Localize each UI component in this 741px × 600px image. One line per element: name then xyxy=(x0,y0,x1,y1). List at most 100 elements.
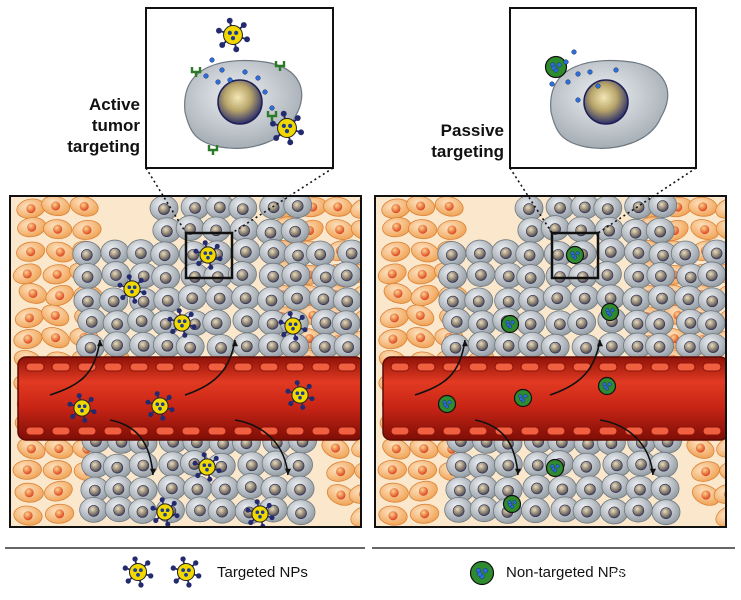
normal-cell xyxy=(382,438,411,460)
tumor-cell xyxy=(670,240,700,267)
normal-cell xyxy=(407,460,438,480)
tumor-cell xyxy=(259,239,288,265)
tumor-cell xyxy=(464,287,494,314)
normal-cell xyxy=(14,482,44,503)
tumor-cell xyxy=(625,475,655,502)
extravasation-arrow xyxy=(549,339,604,396)
tumor-cell xyxy=(570,284,600,311)
released-drug-dot xyxy=(613,67,619,73)
tumor-cell xyxy=(649,451,678,478)
tumor-cell xyxy=(282,284,312,311)
legend-non-targeted-label: Non-targeted NPs xyxy=(506,564,627,581)
normal-cell xyxy=(379,482,409,503)
released-drug-dot xyxy=(587,69,593,75)
tumor-cell xyxy=(514,196,544,221)
targeted-np xyxy=(170,556,202,588)
tumor-cell xyxy=(152,331,182,358)
extravasation-arrow xyxy=(109,419,157,476)
tumor-cell xyxy=(575,475,605,502)
tumor-cell xyxy=(175,215,205,241)
tumor-cell xyxy=(331,310,361,337)
tumor-cell xyxy=(228,196,258,222)
normal-cell xyxy=(719,461,726,483)
tumor-cell xyxy=(129,331,159,358)
tumor-cell xyxy=(102,310,132,337)
tumor-cell xyxy=(540,215,570,241)
released-drug-dot xyxy=(549,81,555,87)
tumor-cell xyxy=(201,216,231,243)
tumor-cell xyxy=(593,196,623,222)
normal-cell xyxy=(16,241,46,262)
tumor-cell xyxy=(522,474,552,501)
normal-cell xyxy=(691,484,720,506)
active-panel-frame xyxy=(9,195,362,528)
tumor-cell xyxy=(571,452,601,479)
normal-cell xyxy=(44,503,75,524)
normal-cell xyxy=(377,459,407,480)
passive-targeting-label: Passive targeting xyxy=(431,121,504,161)
targeted-np xyxy=(245,499,275,527)
normal-cell xyxy=(410,284,439,307)
released-drug-dot xyxy=(563,59,569,65)
tumor-cell xyxy=(127,307,157,334)
extravasation-arrow xyxy=(234,419,292,476)
normal-cell xyxy=(378,505,408,526)
normal-cell xyxy=(44,438,74,459)
non-targeted-np xyxy=(513,388,533,408)
tumor-cell xyxy=(438,263,467,289)
tumor-cell xyxy=(676,263,706,290)
non-targeted-np xyxy=(565,245,585,265)
tumor-cell xyxy=(231,238,261,264)
tumor-cell xyxy=(149,196,179,221)
normal-cell xyxy=(18,282,48,304)
tumor-cell xyxy=(647,284,677,311)
released-drug-dot xyxy=(575,71,581,77)
tumor-cell xyxy=(624,239,653,265)
normal-cell xyxy=(42,460,73,480)
active-zoom-line-right xyxy=(231,167,334,234)
non-targeted-np xyxy=(437,394,457,414)
extravasation-arrow xyxy=(414,339,469,396)
tumor-cell xyxy=(521,497,550,524)
normal-cell xyxy=(378,328,408,350)
tumor-cell xyxy=(79,496,109,523)
released-drug-dot xyxy=(262,89,268,95)
normal-cell xyxy=(321,437,350,459)
receptor-icon xyxy=(274,61,286,71)
normal-cell xyxy=(406,196,436,217)
tumor-cell xyxy=(153,286,183,313)
active-inset-cell xyxy=(184,17,304,155)
tumor-cell xyxy=(210,475,240,502)
tumor-cell xyxy=(644,310,674,336)
normal-cell xyxy=(410,241,440,263)
tumor-cell xyxy=(442,308,472,334)
released-drug-dot xyxy=(215,79,221,85)
released-drug-dot xyxy=(595,83,601,89)
tumor-cell xyxy=(236,473,266,499)
normal-cell xyxy=(17,217,47,238)
tumor-cell xyxy=(651,499,681,526)
released-drug-dot xyxy=(269,105,275,111)
targeted-np xyxy=(192,452,222,482)
normal-cell xyxy=(437,219,467,240)
tumor-cell xyxy=(228,261,257,287)
normal-cell xyxy=(41,327,70,349)
legend-targeted-label: Targeted NPs xyxy=(217,564,308,581)
tumor-cell xyxy=(515,241,545,268)
targeted-np xyxy=(216,17,250,53)
tumor-cell xyxy=(467,331,497,358)
tumor-cell xyxy=(516,310,546,336)
tumor-cell xyxy=(332,261,361,288)
tumor-cell xyxy=(697,287,726,314)
tumor-cell xyxy=(285,475,315,502)
tumor-cell xyxy=(283,196,313,218)
tumor-cell xyxy=(310,333,340,359)
tumor-cell xyxy=(284,451,313,478)
normal-cell xyxy=(326,484,355,506)
normal-cell xyxy=(12,459,42,480)
normal-cell xyxy=(408,219,438,240)
tumor-cell xyxy=(207,497,237,524)
normal-cell xyxy=(409,480,438,502)
normal-cell xyxy=(45,284,74,307)
inset-nucleus xyxy=(583,79,629,125)
